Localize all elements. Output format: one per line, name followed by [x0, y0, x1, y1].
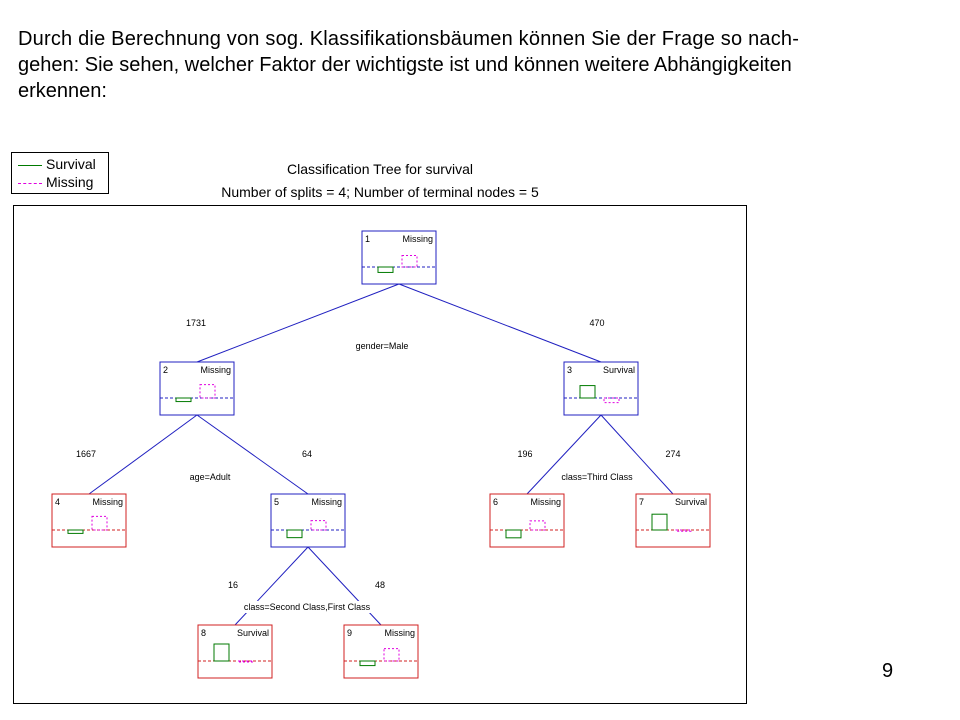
edge-2-4 — [88, 414, 198, 495]
legend-item-survival: Survival — [18, 156, 96, 172]
node-survival-bar-3 — [579, 385, 596, 399]
node-box-5 — [270, 493, 346, 548]
split-right-count-1: 470 — [589, 318, 604, 328]
node-missing-bar-8 — [237, 660, 254, 663]
chart-subtitle: Number of splits = 4; Number of terminal… — [221, 184, 539, 200]
node-box-4 — [51, 493, 127, 548]
edge-2-5 — [196, 414, 309, 495]
node-id-8: 8 — [201, 628, 206, 638]
node-box-7 — [635, 493, 711, 548]
split-condition-1: gender=Male — [356, 341, 409, 351]
tree-frame — [13, 205, 747, 704]
split-right-count-3: 274 — [665, 449, 680, 459]
edge-1-2 — [196, 283, 400, 363]
node-box-6 — [489, 493, 565, 548]
node-survival-bar-8 — [213, 643, 230, 662]
node-missing-bar-1 — [401, 254, 418, 268]
split-left-count-3: 196 — [517, 449, 532, 459]
node-label-5: Missing — [311, 497, 342, 507]
legend-label-survival: Survival — [46, 156, 96, 172]
node-id-3: 3 — [567, 365, 572, 375]
split-left-count-5: 16 — [228, 580, 238, 590]
node-survival-bar-6 — [505, 529, 522, 539]
split-condition-3: class=Third Class — [561, 472, 633, 482]
intro-line-3: erkennen: — [18, 80, 107, 102]
edge-5-8 — [234, 546, 309, 626]
split-condition-bg-1 — [353, 340, 411, 352]
edge-3-7 — [600, 414, 674, 495]
node-label-7: Survival — [675, 497, 707, 507]
node-box-8 — [197, 624, 273, 679]
node-label-4: Missing — [92, 497, 123, 507]
node-id-2: 2 — [163, 365, 168, 375]
legend: Survival Missing — [11, 152, 109, 194]
node-id-7: 7 — [639, 497, 644, 507]
split-condition-bg-3 — [559, 471, 636, 483]
node-id-6: 6 — [493, 497, 498, 507]
split-right-count-5: 48 — [375, 580, 385, 590]
node-survival-bar-4 — [67, 529, 84, 534]
node-survival-bar-9 — [359, 660, 376, 667]
node-box-3 — [563, 361, 639, 416]
node-missing-bar-2 — [199, 384, 216, 399]
node-missing-bar-3 — [603, 397, 620, 404]
legend-item-missing: Missing — [18, 174, 93, 190]
node-label-8: Survival — [237, 628, 269, 638]
node-label-9: Missing — [384, 628, 415, 638]
node-survival-bar-7 — [651, 513, 668, 531]
node-id-1: 1 — [365, 234, 370, 244]
page-number: 9 — [882, 660, 894, 682]
chart-title: Classification Tree for survival — [287, 161, 473, 177]
node-missing-bar-9 — [383, 648, 400, 662]
node-box-9 — [343, 624, 419, 679]
split-condition-2: age=Adult — [190, 472, 231, 482]
split-condition-bg-5 — [241, 601, 373, 613]
node-label-6: Missing — [530, 497, 561, 507]
split-condition-bg-2 — [187, 471, 233, 483]
node-label-1: Missing — [402, 234, 433, 244]
missing-line-swatch — [18, 182, 42, 184]
node-missing-bar-5 — [310, 520, 327, 531]
node-id-9: 9 — [347, 628, 352, 638]
intro-line-2: gehen: Sie sehen, welcher Faktor der wic… — [18, 54, 792, 76]
node-box-2 — [159, 361, 235, 416]
node-label-2: Missing — [200, 365, 231, 375]
edge-5-9 — [307, 546, 382, 626]
node-label-3: Survival — [603, 365, 635, 375]
split-left-count-1: 1731 — [186, 318, 206, 328]
node-survival-bar-2 — [175, 397, 192, 403]
survival-line-swatch — [18, 164, 42, 166]
node-id-4: 4 — [55, 497, 60, 507]
node-survival-bar-1 — [377, 266, 394, 273]
intro-text: Durch die Berechnung von sog. Klassifika… — [18, 26, 948, 104]
split-condition-5: class=Second Class,First Class — [244, 602, 371, 612]
node-survival-bar-5 — [286, 529, 303, 539]
edge-3-6 — [526, 414, 602, 495]
intro-line-1: Durch die Berechnung von sog. Klassifika… — [18, 28, 800, 50]
node-box-1 — [361, 230, 437, 285]
split-left-count-2: 1667 — [76, 449, 96, 459]
split-right-count-2: 64 — [302, 449, 312, 459]
node-missing-bar-4 — [91, 515, 108, 531]
legend-label-missing: Missing — [46, 174, 94, 190]
edge-1-3 — [398, 283, 602, 363]
node-id-5: 5 — [274, 497, 279, 507]
